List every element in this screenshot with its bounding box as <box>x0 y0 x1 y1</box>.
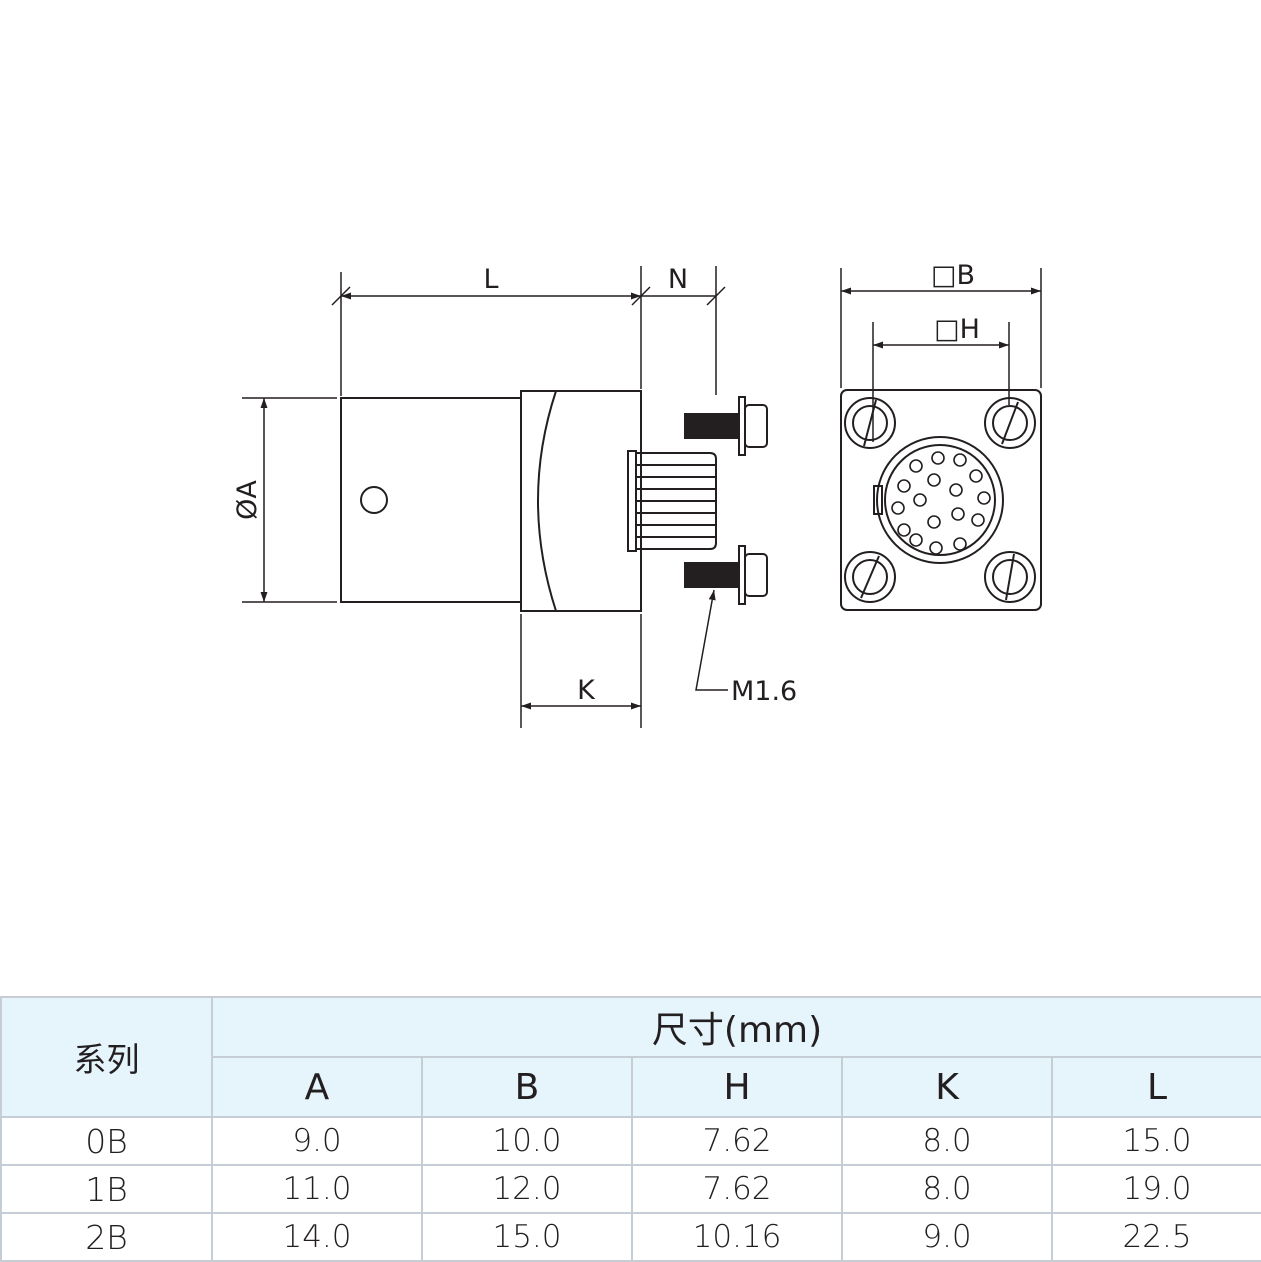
value-cell: 9.0 <box>841 1212 1053 1262</box>
mounting-screw <box>984 397 1036 449</box>
table-row: 1B 11.0 12.0 7.62 8.0 19.0 <box>0 1164 1261 1214</box>
front-view <box>840 389 1042 611</box>
value-cell: 10.0 <box>421 1116 633 1166</box>
pin-insert <box>627 450 637 552</box>
column-header-B: B <box>421 1056 633 1118</box>
series-cell: 2B <box>0 1212 213 1262</box>
dim-label-square-B: □B <box>931 260 975 291</box>
size-header: 尺寸(mm) <box>210 996 1261 1058</box>
table-row: 0B 9.0 10.0 7.62 8.0 15.0 <box>0 1116 1261 1166</box>
dim-label-N: N <box>668 264 688 295</box>
value-cell: 10.16 <box>631 1212 843 1262</box>
connector-drawing: L N ØA □B □H K M1.6 <box>232 260 1042 728</box>
series-header: 系列 <box>0 996 213 1118</box>
series-cell: 1B <box>0 1164 213 1214</box>
dim-label-K: K <box>577 675 596 706</box>
screw-bottom <box>684 562 740 588</box>
dimension-table: 系列 尺寸(mm) A B H K L 0B 9.0 10.0 7.62 8.0… <box>0 996 1261 1262</box>
front-flange <box>840 389 1042 611</box>
front-view-dimensions <box>840 268 1042 442</box>
mounting-screw <box>844 551 896 603</box>
value-cell: 7.62 <box>631 1116 843 1166</box>
dim-label-diameter-A: ØA <box>232 480 263 520</box>
value-cell: 8.0 <box>841 1164 1053 1214</box>
value-cell: 19.0 <box>1050 1164 1261 1214</box>
value-cell: 14.0 <box>211 1212 423 1262</box>
dim-label-L: L <box>483 264 498 295</box>
value-cell: 22.5 <box>1050 1212 1261 1262</box>
column-header-H: H <box>631 1056 843 1118</box>
contact-pins <box>891 451 991 555</box>
series-cell: 0B <box>0 1116 213 1166</box>
table-row: 2B 14.0 15.0 10.16 9.0 22.5 <box>0 1212 1261 1262</box>
column-header-A: A <box>211 1056 423 1118</box>
mounting-screw <box>844 397 896 449</box>
side-view <box>340 390 768 612</box>
screw-top <box>684 413 740 439</box>
receptacle-outer <box>876 436 1004 564</box>
connector-body <box>340 397 522 603</box>
thread-label: M1.6 <box>731 676 797 707</box>
column-header-L: L <box>1050 1056 1261 1118</box>
value-cell: 7.62 <box>631 1164 843 1214</box>
dim-label-square-H: □H <box>934 314 980 345</box>
value-cell: 11.0 <box>211 1164 423 1214</box>
value-cell: 15.0 <box>1050 1116 1261 1166</box>
side-view-dimensions <box>242 266 728 728</box>
receptacle-inner <box>884 444 996 556</box>
value-cell: 8.0 <box>841 1116 1053 1166</box>
body-hole <box>360 486 388 514</box>
key-notch <box>873 485 883 515</box>
mounting-screw <box>984 551 1036 603</box>
column-header-K: K <box>841 1056 1053 1118</box>
value-cell: 12.0 <box>421 1164 633 1214</box>
value-cell: 15.0 <box>421 1212 633 1262</box>
value-cell: 9.0 <box>211 1116 423 1166</box>
